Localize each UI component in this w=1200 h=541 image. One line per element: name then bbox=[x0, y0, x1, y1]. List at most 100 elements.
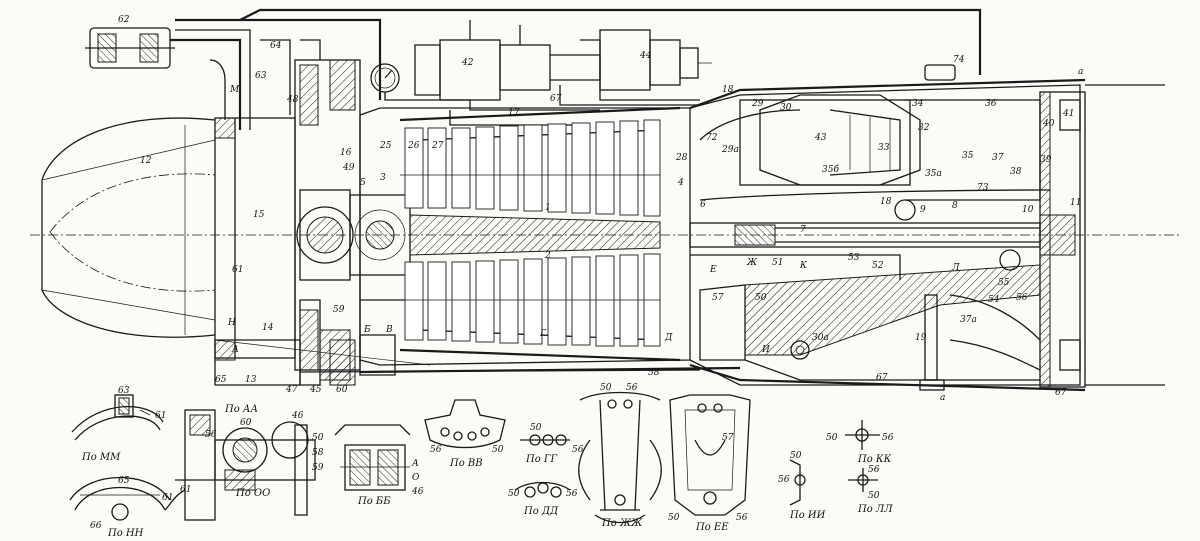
callout-6: 6 bbox=[700, 200, 706, 210]
caption-ee: По ЕЕ bbox=[695, 522, 729, 533]
callout-29a: 29а bbox=[721, 145, 739, 155]
callout-37a: 37а bbox=[960, 315, 977, 325]
accessory-piping bbox=[85, 8, 982, 130]
section-mark-A: А bbox=[231, 345, 239, 355]
bb-label-A: А bbox=[411, 459, 419, 469]
callout-16: 16 bbox=[340, 148, 352, 158]
section-mark-a-top: а bbox=[1078, 67, 1083, 77]
caption-bb: По ББ bbox=[357, 496, 391, 507]
callout-11: 11 bbox=[1070, 198, 1081, 208]
callout-37: 37 bbox=[992, 153, 1004, 163]
axial-compressor bbox=[359, 106, 691, 366]
callout-39: 39 bbox=[1040, 155, 1052, 165]
callout-52: 52 bbox=[872, 261, 884, 271]
nn-label-66: 66 bbox=[90, 521, 102, 531]
section-mark-L: Л bbox=[951, 263, 960, 273]
callout-72: 72 bbox=[706, 133, 718, 143]
caption-nn: По НН bbox=[107, 528, 144, 539]
callout-36: 36 bbox=[985, 99, 997, 109]
section-mark-M: М bbox=[229, 85, 240, 95]
callout-7: 7 bbox=[800, 225, 806, 235]
detail-view-dd bbox=[514, 481, 571, 498]
callout-67b: 67 bbox=[1055, 388, 1067, 398]
aa-label-46: 46 bbox=[291, 411, 304, 421]
ee-label-50: 50 bbox=[668, 513, 680, 523]
main-shaft bbox=[689, 199, 1076, 280]
callout-64: 64 bbox=[270, 41, 282, 51]
callout-57: 57 bbox=[712, 293, 724, 303]
callout-25: 25 bbox=[379, 141, 392, 151]
callout-41: 41 bbox=[1062, 109, 1074, 119]
detail-view-ll bbox=[848, 468, 878, 492]
gg-label-56: 56 bbox=[572, 445, 584, 455]
callout-43: 43 bbox=[814, 133, 827, 143]
aa-label-58: 58 bbox=[312, 448, 324, 458]
callout-61: 61 bbox=[232, 265, 243, 275]
section-mark-I: И bbox=[761, 345, 770, 355]
section-mark-Zh: Ж bbox=[746, 258, 758, 268]
callout-26: 26 bbox=[407, 141, 420, 151]
dd-label-50: 50 bbox=[508, 489, 520, 499]
callout-55: 55 bbox=[998, 278, 1010, 288]
detail-view-kk bbox=[845, 420, 880, 450]
ee-label-57: 57 bbox=[722, 433, 734, 443]
callout-56: 56 bbox=[1016, 293, 1028, 303]
callout-73: 73 bbox=[977, 183, 989, 193]
callout-4: 4 bbox=[677, 178, 684, 188]
section-mark-K: К bbox=[799, 261, 808, 271]
callout-38: 38 bbox=[1010, 167, 1022, 177]
callout-65: 65 bbox=[215, 375, 227, 385]
ll-label-56: 56 bbox=[868, 465, 880, 475]
callout-45: 45 bbox=[309, 385, 322, 395]
callout-18-top: 18 bbox=[722, 85, 734, 95]
section-mark-D: Д bbox=[664, 333, 673, 343]
zhzh-label-50: 50 bbox=[600, 383, 612, 393]
rear-support-frame bbox=[699, 264, 1041, 391]
detail-view-gg bbox=[520, 434, 570, 446]
section-mark-a-bottom: а bbox=[940, 393, 945, 403]
callout-15: 15 bbox=[253, 210, 265, 220]
callout-63: 63 bbox=[255, 71, 267, 81]
callout-13: 13 bbox=[245, 375, 257, 385]
callout-1: 1 bbox=[545, 203, 551, 213]
detail-view-bb bbox=[334, 424, 411, 491]
lower-inlet-lip bbox=[214, 339, 741, 386]
vv-label-56: 56 bbox=[430, 445, 442, 455]
caption-oo: По ОО bbox=[235, 488, 270, 499]
callout-48: 48 bbox=[286, 95, 299, 105]
callout-30: 30 bbox=[780, 103, 792, 113]
ii-label-56: 56 bbox=[778, 475, 790, 485]
intake-nose-cone bbox=[41, 117, 216, 338]
aa-label-59: 59 bbox=[312, 463, 324, 473]
detail-view-mm bbox=[71, 394, 164, 441]
caption-zhzh: По ЖЖ bbox=[601, 518, 643, 529]
dd-label-56: 56 bbox=[566, 489, 578, 499]
aa-label-60: 60 bbox=[240, 418, 252, 428]
callout-44: 44 bbox=[639, 51, 652, 61]
callout-35a: 35а bbox=[925, 169, 942, 179]
callout-27: 27 bbox=[431, 141, 444, 151]
mm-label-63: 63 bbox=[118, 386, 130, 396]
caption-dd: По ДД bbox=[523, 506, 559, 517]
callout-35b: 35б bbox=[822, 164, 839, 175]
callout-30a: 30а bbox=[812, 333, 829, 343]
callout-58: 58 bbox=[648, 368, 660, 378]
caption-ii: По ИИ bbox=[789, 510, 826, 521]
callout-42: 42 bbox=[461, 58, 474, 68]
callout-50: 50 bbox=[755, 293, 767, 303]
callout-17: 17 bbox=[508, 108, 520, 118]
callout-3: 3 bbox=[380, 173, 386, 183]
nn-label-65: 65 bbox=[118, 476, 130, 486]
ee-label-56: 56 bbox=[736, 513, 748, 523]
ii-label-50: 50 bbox=[790, 451, 802, 461]
caption-vv: По ВВ bbox=[449, 458, 483, 469]
callout-34: 34 bbox=[912, 99, 924, 109]
kk-label-50: 50 bbox=[826, 433, 838, 443]
callout-33: 33 bbox=[878, 143, 890, 153]
caption-mm: По ММ bbox=[81, 452, 121, 463]
section-mark-N: Н bbox=[227, 318, 236, 328]
callout-19: 19 bbox=[915, 333, 927, 343]
mm-label-61: 61 bbox=[155, 411, 166, 421]
bb-label-46: 46 bbox=[411, 487, 424, 497]
